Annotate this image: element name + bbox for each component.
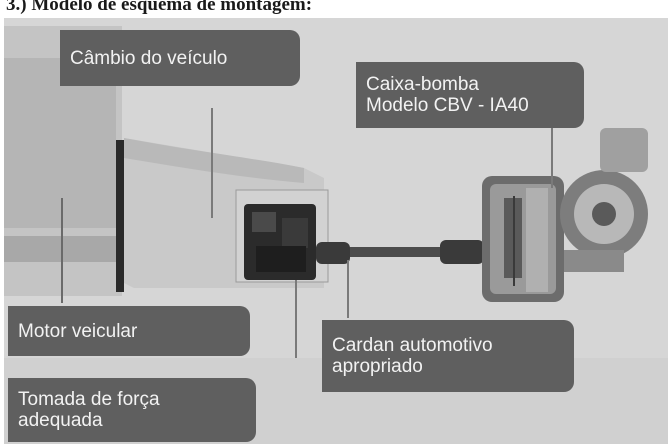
power-take-off-label: Tomada de força adequada — [8, 378, 256, 442]
pump-box-drawing — [482, 126, 648, 302]
transmission-label-text: Câmbio do veículo — [70, 47, 228, 69]
engine-label-text: Motor veicular — [18, 320, 138, 342]
cardan-label: Cardan automotivo apropriado — [322, 320, 574, 392]
cardan-shaft-drawing — [316, 240, 484, 318]
cardan-label-line2: apropriado — [332, 356, 423, 377]
engine-label: Motor veicular — [8, 306, 250, 356]
cardan-label-line1: Cardan automotivo — [332, 335, 493, 356]
pump-box-label-line1: Caixa-bomba — [366, 74, 479, 95]
assembly-diagram: Câmbio do veículo Caixa-bomba Modelo CBV… — [4, 18, 668, 444]
figure-caption: 3.) Modelo de esquema de montagem: — [6, 0, 313, 15]
pump-box-label: Caixa-bomba Modelo CBV - IA40 — [356, 62, 584, 128]
power-take-off-label-line2: adequada — [18, 410, 103, 431]
transmission-label: Câmbio do veículo — [60, 30, 300, 86]
pump-box-label-line2: Modelo CBV - IA40 — [366, 95, 529, 116]
power-take-off-drawing — [244, 204, 316, 413]
power-take-off-label-line1: Tomada de força — [18, 389, 160, 410]
flywheel-plate — [116, 140, 124, 292]
